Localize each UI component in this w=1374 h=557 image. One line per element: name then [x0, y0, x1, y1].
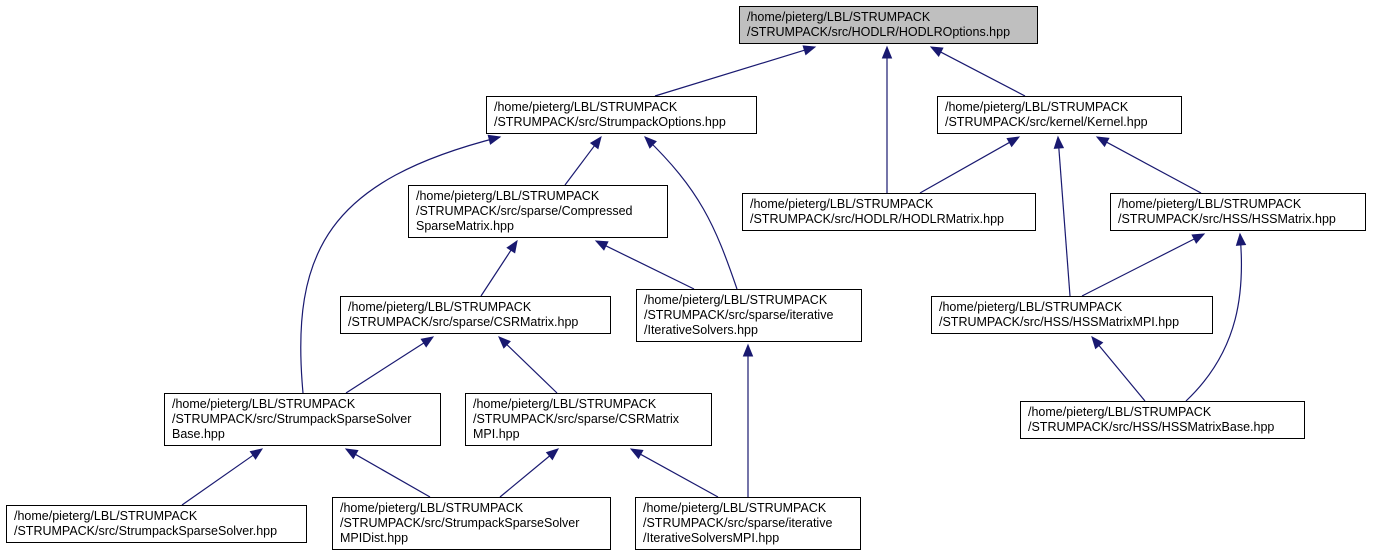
node-label-line: SparseMatrix.hpp	[416, 219, 514, 233]
edge-hss_matrix_mpi-to-kernel	[1053, 135, 1071, 297]
edge-kernel-to-hodlr_options	[929, 46, 1026, 97]
node-sparse-solver-mpi-dist[interactable]: /home/pieterg/LBL/STRUMPACK/STRUMPACK/sr…	[332, 497, 611, 550]
edge-sparse_solver-to-sparse_solver_base	[181, 448, 264, 506]
edge-hss_matrix_mpi-to-hss_matrix	[1081, 233, 1206, 297]
edge-hss_matrix_base-to-hss_matrix_mpi	[1091, 335, 1146, 402]
node-hss-matrix-base[interactable]: /home/pieterg/LBL/STRUMPACK/STRUMPACK/sr…	[1020, 401, 1305, 439]
edge-iterative_solvers-to-strumpack_options	[644, 136, 738, 290]
edge-sparse_solver_base-to-csr_matrix	[345, 336, 435, 394]
node-hodlr-options: /home/pieterg/LBL/STRUMPACK/STRUMPACK/sr…	[739, 6, 1038, 44]
node-label-line: /STRUMPACK/src/HODLR/HODLRMatrix.hpp	[750, 212, 1004, 226]
node-hss-matrix[interactable]: /home/pieterg/LBL/STRUMPACK/STRUMPACK/sr…	[1110, 193, 1366, 231]
node-label-line: /home/pieterg/LBL/STRUMPACK	[747, 10, 931, 24]
edge-sparse_solver_mpi_dist-to-sparse_solver_base	[344, 448, 431, 498]
node-label-line: /home/pieterg/LBL/STRUMPACK	[945, 100, 1129, 114]
node-label-line: /STRUMPACK/src/HSS/HSSMatrixMPI.hpp	[939, 315, 1180, 329]
node-label-line: /STRUMPACK/src/sparse/CSRMatrix.hpp	[348, 315, 579, 329]
node-hodlr-matrix[interactable]: /home/pieterg/LBL/STRUMPACK/STRUMPACK/sr…	[742, 193, 1036, 231]
node-label-line: /home/pieterg/LBL/STRUMPACK	[340, 501, 524, 515]
edge-iterative_solvers_mpi-to-iterative_solvers	[742, 343, 754, 497]
node-label-line: /home/pieterg/LBL/STRUMPACK	[643, 501, 827, 515]
node-label-line: /home/pieterg/LBL/STRUMPACK	[348, 300, 532, 314]
node-label-line: /home/pieterg/LBL/STRUMPACK	[416, 189, 600, 203]
node-csr-matrix-mpi[interactable]: /home/pieterg/LBL/STRUMPACK/STRUMPACK/sr…	[465, 393, 712, 446]
edge-sparse_solver_mpi_dist-to-csr_matrix_mpi	[499, 448, 560, 498]
node-iterative-solvers[interactable]: /home/pieterg/LBL/STRUMPACK/STRUMPACK/sr…	[636, 289, 862, 342]
node-hss-matrix-mpi[interactable]: /home/pieterg/LBL/STRUMPACK/STRUMPACK/sr…	[931, 296, 1213, 334]
node-iterative-solvers-mpi[interactable]: /home/pieterg/LBL/STRUMPACK/STRUMPACK/sr…	[635, 497, 861, 550]
node-label-line: /STRUMPACK/src/sparse/iterative	[644, 308, 834, 322]
node-label-line: /STRUMPACK/src/sparse/Compressed	[416, 204, 633, 218]
edge-compressed_sparse_matrix-to-strumpack_options	[564, 135, 602, 186]
node-label-line: /home/pieterg/LBL/STRUMPACK	[494, 100, 678, 114]
node-compressed-sparse-matrix[interactable]: /home/pieterg/LBL/STRUMPACK/STRUMPACK/sr…	[408, 185, 668, 238]
edge-iterative_solvers_mpi-to-csr_matrix_mpi	[629, 448, 719, 498]
node-label-line: /STRUMPACK/src/StrumpackOptions.hpp	[494, 115, 726, 129]
node-sparse-solver-base[interactable]: /home/pieterg/LBL/STRUMPACK/STRUMPACK/sr…	[164, 393, 441, 446]
node-label-line: /STRUMPACK/src/kernel/Kernel.hpp	[945, 115, 1148, 129]
edge-csr_matrix-to-compressed_sparse_matrix	[480, 239, 518, 297]
node-label-line: /IterativeSolversMPI.hpp	[643, 531, 780, 545]
edge-strumpack_options-to-hodlr_options	[654, 45, 817, 97]
node-label-line: /STRUMPACK/src/HODLR/HODLROptions.hpp	[747, 25, 1011, 39]
node-label-line: /home/pieterg/LBL/STRUMPACK	[1028, 405, 1212, 419]
node-label-line: /home/pieterg/LBL/STRUMPACK	[750, 197, 934, 211]
node-label-line: MPIDist.hpp	[340, 531, 409, 545]
node-label-line: /STRUMPACK/src/StrumpackSparseSolver.hpp	[14, 524, 278, 538]
node-label-line: /home/pieterg/LBL/STRUMPACK	[473, 397, 657, 411]
edge-iterative_solvers-to-compressed_sparse_matrix	[594, 240, 695, 290]
node-label-line: /home/pieterg/LBL/STRUMPACK	[1118, 197, 1302, 211]
node-label-line: /STRUMPACK/src/StrumpackSparseSolver	[172, 412, 412, 426]
node-label-line: /home/pieterg/LBL/STRUMPACK	[14, 509, 198, 523]
node-label-line: Base.hpp	[172, 427, 225, 441]
edge-hodlr_matrix-to-hodlr_options	[881, 45, 893, 193]
node-kernel[interactable]: /home/pieterg/LBL/STRUMPACK/STRUMPACK/sr…	[937, 96, 1182, 134]
node-label-line: /STRUMPACK/src/StrumpackSparseSolver	[340, 516, 580, 530]
node-label-line: /STRUMPACK/src/HSS/HSSMatrix.hpp	[1118, 212, 1336, 226]
node-strumpack-options[interactable]: /home/pieterg/LBL/STRUMPACK/STRUMPACK/sr…	[486, 96, 757, 134]
node-label-line: /home/pieterg/LBL/STRUMPACK	[172, 397, 356, 411]
edge-sparse_solver_base-to-strumpack_options	[300, 134, 502, 394]
node-label-line: /STRUMPACK/src/HSS/HSSMatrixBase.hpp	[1028, 420, 1275, 434]
node-label-line: /home/pieterg/LBL/STRUMPACK	[939, 300, 1123, 314]
node-label-line: /STRUMPACK/src/sparse/CSRMatrix	[473, 412, 680, 426]
node-label-line: /home/pieterg/LBL/STRUMPACK	[644, 293, 828, 307]
edge-csr_matrix_mpi-to-csr_matrix	[498, 336, 558, 394]
node-label-line: MPI.hpp	[473, 427, 520, 441]
node-sparse-solver[interactable]: /home/pieterg/LBL/STRUMPACK/STRUMPACK/sr…	[6, 505, 307, 543]
node-label-line: /STRUMPACK/src/sparse/iterative	[643, 516, 833, 530]
edge-hodlr_matrix-to-kernel	[919, 136, 1021, 194]
edge-hss_matrix_base-to-hss_matrix	[1185, 232, 1247, 402]
edge-hss_matrix-to-kernel	[1095, 136, 1202, 194]
node-label-line: /IterativeSolvers.hpp	[644, 323, 758, 337]
node-csr-matrix[interactable]: /home/pieterg/LBL/STRUMPACK/STRUMPACK/sr…	[340, 296, 611, 334]
